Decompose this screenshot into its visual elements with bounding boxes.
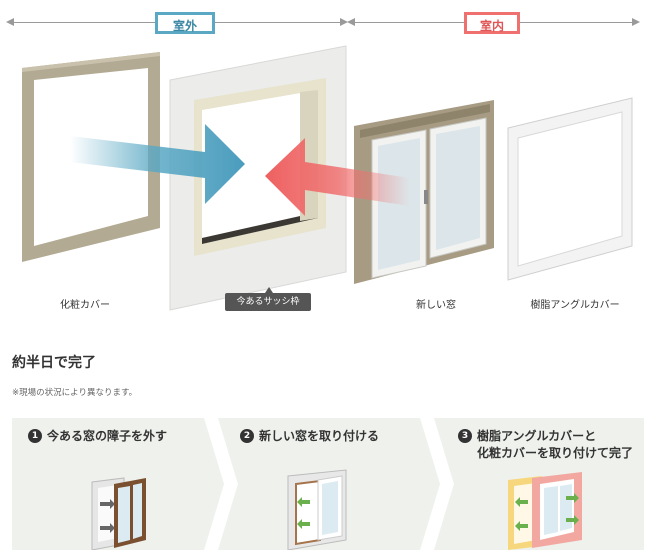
new-window-caption: 新しい窓 xyxy=(416,300,456,311)
step-2-text: 新しい窓を取り付ける xyxy=(259,429,380,443)
step-1-illustration xyxy=(91,477,146,550)
installation-steps: 1 今ある窓の障子を外す 2 新しい窓を取り付ける 3 樹脂アングルカバーと 化… xyxy=(12,418,644,550)
step-3-illustration xyxy=(508,472,582,550)
step-3-text-line-2: 化粧カバーを取り付けて完了 xyxy=(477,446,634,460)
step-3-number: 3 xyxy=(458,429,472,443)
right-arrowhead-icon xyxy=(340,18,348,26)
left-arrowhead-icon xyxy=(6,18,14,26)
step-2-title: 2 新しい窓を取り付ける xyxy=(240,428,379,445)
resin-angle-cover xyxy=(507,97,633,281)
step-2-number: 2 xyxy=(240,429,254,443)
step-1-number: 1 xyxy=(28,429,42,443)
left-arrowhead-icon xyxy=(347,18,355,26)
wall-panel xyxy=(169,45,347,311)
step-2-illustration xyxy=(287,469,347,550)
indoor-label: 室内 xyxy=(464,12,520,34)
right-arrowhead-icon xyxy=(632,18,640,26)
step-1-title: 1 今ある窓の障子を外す xyxy=(28,428,167,445)
window-exploded-illustration xyxy=(22,45,633,311)
duration-headline: 約半日で完了 xyxy=(12,355,96,371)
step-3-text-line-1: 樹脂アングルカバーと xyxy=(477,429,597,443)
cosmetic-cover-caption: 化粧カバー xyxy=(60,300,110,311)
outdoor-arrow xyxy=(70,124,245,204)
existing-sash-caption: 今あるサッシ枠 xyxy=(225,287,311,311)
step-1-text: 今ある窓の障子を外す xyxy=(47,429,168,443)
resin-angle-cover-caption: 樹脂アングルカバー xyxy=(530,300,620,311)
step-chevrons xyxy=(204,418,454,550)
outdoor-label: 室外 xyxy=(155,12,215,34)
indoor-arrow xyxy=(265,138,410,216)
site-condition-note: ※現場の状況により異なります。 xyxy=(12,388,138,398)
step-3-title: 3 樹脂アングルカバーと 化粧カバーを取り付けて完了 xyxy=(458,428,633,462)
